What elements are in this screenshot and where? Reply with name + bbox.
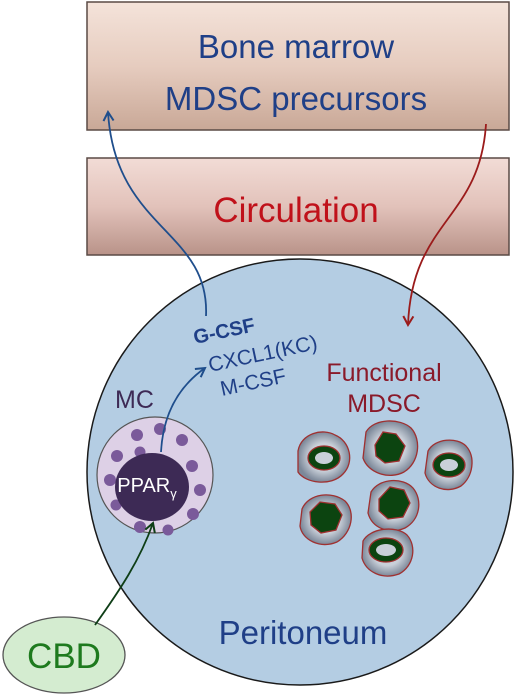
functional-label: Functional	[326, 359, 441, 387]
mast-cell-granules	[104, 423, 206, 536]
mdsc-cell	[367, 479, 420, 532]
mast-cell-label: MC	[115, 386, 154, 414]
mdsc-cell	[362, 420, 419, 476]
mdsc-cell	[297, 431, 351, 483]
arrow-ppar-to-cytokines	[160, 366, 207, 453]
circulation-box: Circulation	[86, 157, 510, 256]
cbd-label: CBD	[27, 637, 101, 676]
bone-marrow-label: Bone marrow	[198, 28, 394, 65]
mdsc-cell	[361, 528, 414, 577]
mdsc-cell	[299, 494, 352, 546]
circulation-label: Circulation	[213, 191, 378, 230]
functional-mdsc-label: Functional MDSC	[326, 359, 441, 418]
arrow-bone-marrow-to-peritoneum	[402, 123, 487, 328]
mdsc-precursors-label: MDSC precursors	[165, 80, 427, 117]
ppar-gamma-label: PPARγ	[117, 475, 177, 501]
mdsc-cell	[424, 439, 473, 491]
arrows	[94, 109, 487, 626]
peritoneum-label: Peritoneum	[219, 614, 388, 651]
arrow-cbd-to-ppar	[94, 521, 156, 626]
mast-cell: PPARγ MC	[96, 386, 214, 536]
cytokine-list: G-CSF CXCL1(KC) M-CSF	[191, 314, 319, 400]
arrow-gcsf-to-bone-marrow	[102, 109, 207, 317]
mdsc-label: MDSC	[347, 390, 421, 418]
cbd-node: CBD	[2, 616, 126, 694]
bone-marrow-box: Bone marrow MDSC precursors	[86, 1, 510, 131]
mast-cell-nucleus	[115, 453, 189, 521]
mdsc-cells	[297, 420, 473, 577]
